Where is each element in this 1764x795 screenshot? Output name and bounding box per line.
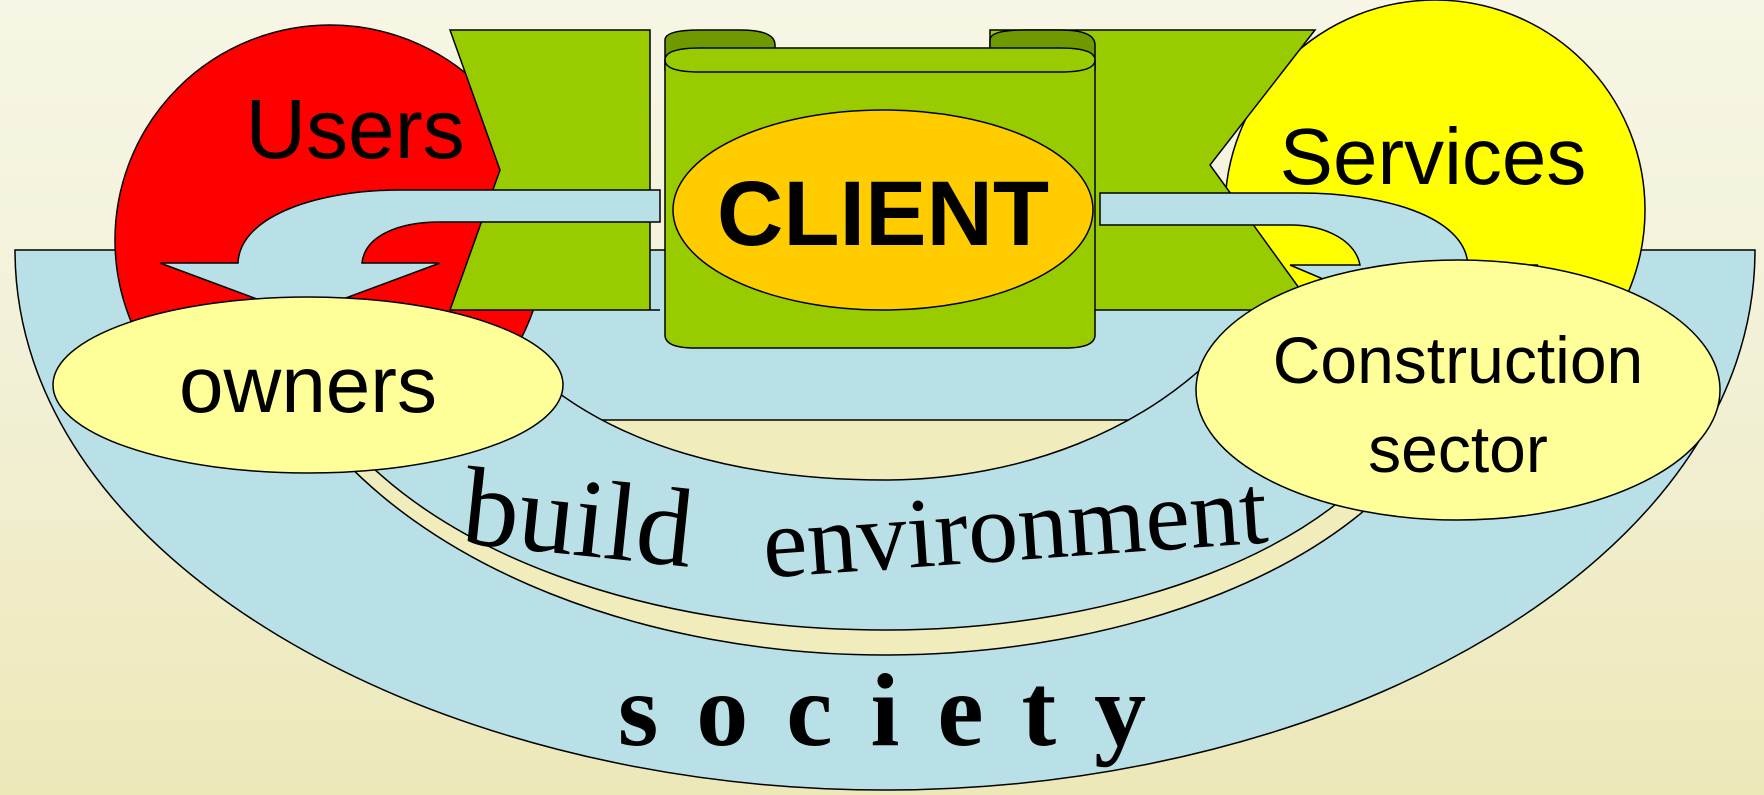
client-oval bbox=[672, 109, 1094, 311]
society-label: s o c i e t y bbox=[618, 653, 1152, 768]
users-label: Users bbox=[245, 82, 464, 176]
owners-oval bbox=[52, 296, 564, 474]
construction-sector-label-line1: Construction bbox=[1273, 323, 1644, 397]
owners-label: owners bbox=[179, 340, 437, 429]
construction-sector-oval bbox=[1195, 259, 1721, 521]
services-label: Services bbox=[1280, 112, 1587, 201]
construction-sector-label-line2: sector bbox=[1368, 412, 1548, 486]
build-label: build bbox=[457, 444, 699, 591]
curved-arrow-left-icon bbox=[159, 189, 661, 316]
client-label: CLIENT bbox=[717, 163, 1049, 265]
